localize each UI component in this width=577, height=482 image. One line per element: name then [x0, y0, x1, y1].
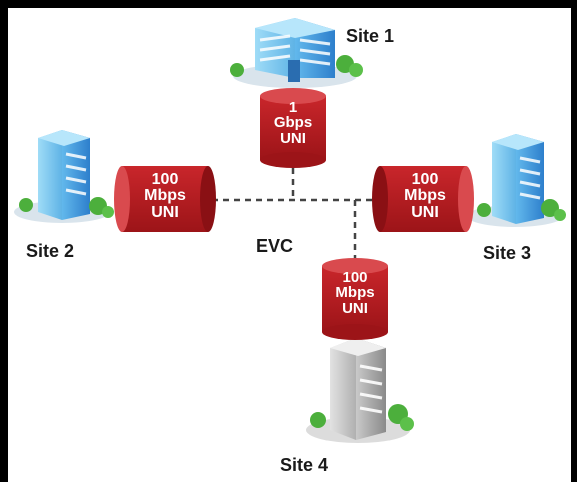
uni3-label-line1: 100	[411, 171, 439, 188]
uni2-label-line3: UNI	[151, 203, 179, 221]
uni2-cylinder-icon	[114, 166, 216, 232]
uni1-label-line3: UNI	[280, 129, 306, 147]
uni3-cylinder-icon	[372, 166, 474, 232]
uni1-label: 1 Gbps UNI	[260, 100, 326, 146]
site3-building-icon	[467, 134, 566, 227]
uni3-label-line2: Mbps	[404, 187, 446, 205]
uni1-label-line1: 1	[288, 99, 298, 116]
uni1-label-line2: Gbps	[273, 114, 313, 132]
uni4-label-line2: Mbps	[335, 284, 375, 302]
uni2-label-line1: 100	[151, 171, 179, 188]
uni4-label-line3: UNI	[342, 299, 368, 317]
uni2-label: 100 Mbps UNI	[124, 171, 206, 221]
site3-label: Site 3	[483, 243, 532, 263]
uni4-label-line1: 100	[342, 269, 368, 286]
uni1-cylinder-icon	[260, 88, 326, 168]
site2-building-icon	[14, 130, 114, 223]
uni3-label: 100 Mbps UNI	[384, 171, 466, 221]
evc-links	[212, 168, 376, 264]
uni4-label: 100 Mbps UNI	[322, 270, 388, 316]
site1-building-icon	[230, 18, 363, 88]
site1-label: Site 1	[346, 26, 395, 46]
site2-label: Site 2	[26, 241, 75, 261]
uni3-label-line3: UNI	[411, 203, 439, 221]
site4-label: Site 4	[280, 455, 329, 475]
evc-label: EVC	[256, 236, 294, 256]
site4-building-icon	[306, 338, 414, 443]
uni4-cylinder-icon	[322, 258, 388, 340]
uni2-label-line2: Mbps	[144, 187, 186, 205]
